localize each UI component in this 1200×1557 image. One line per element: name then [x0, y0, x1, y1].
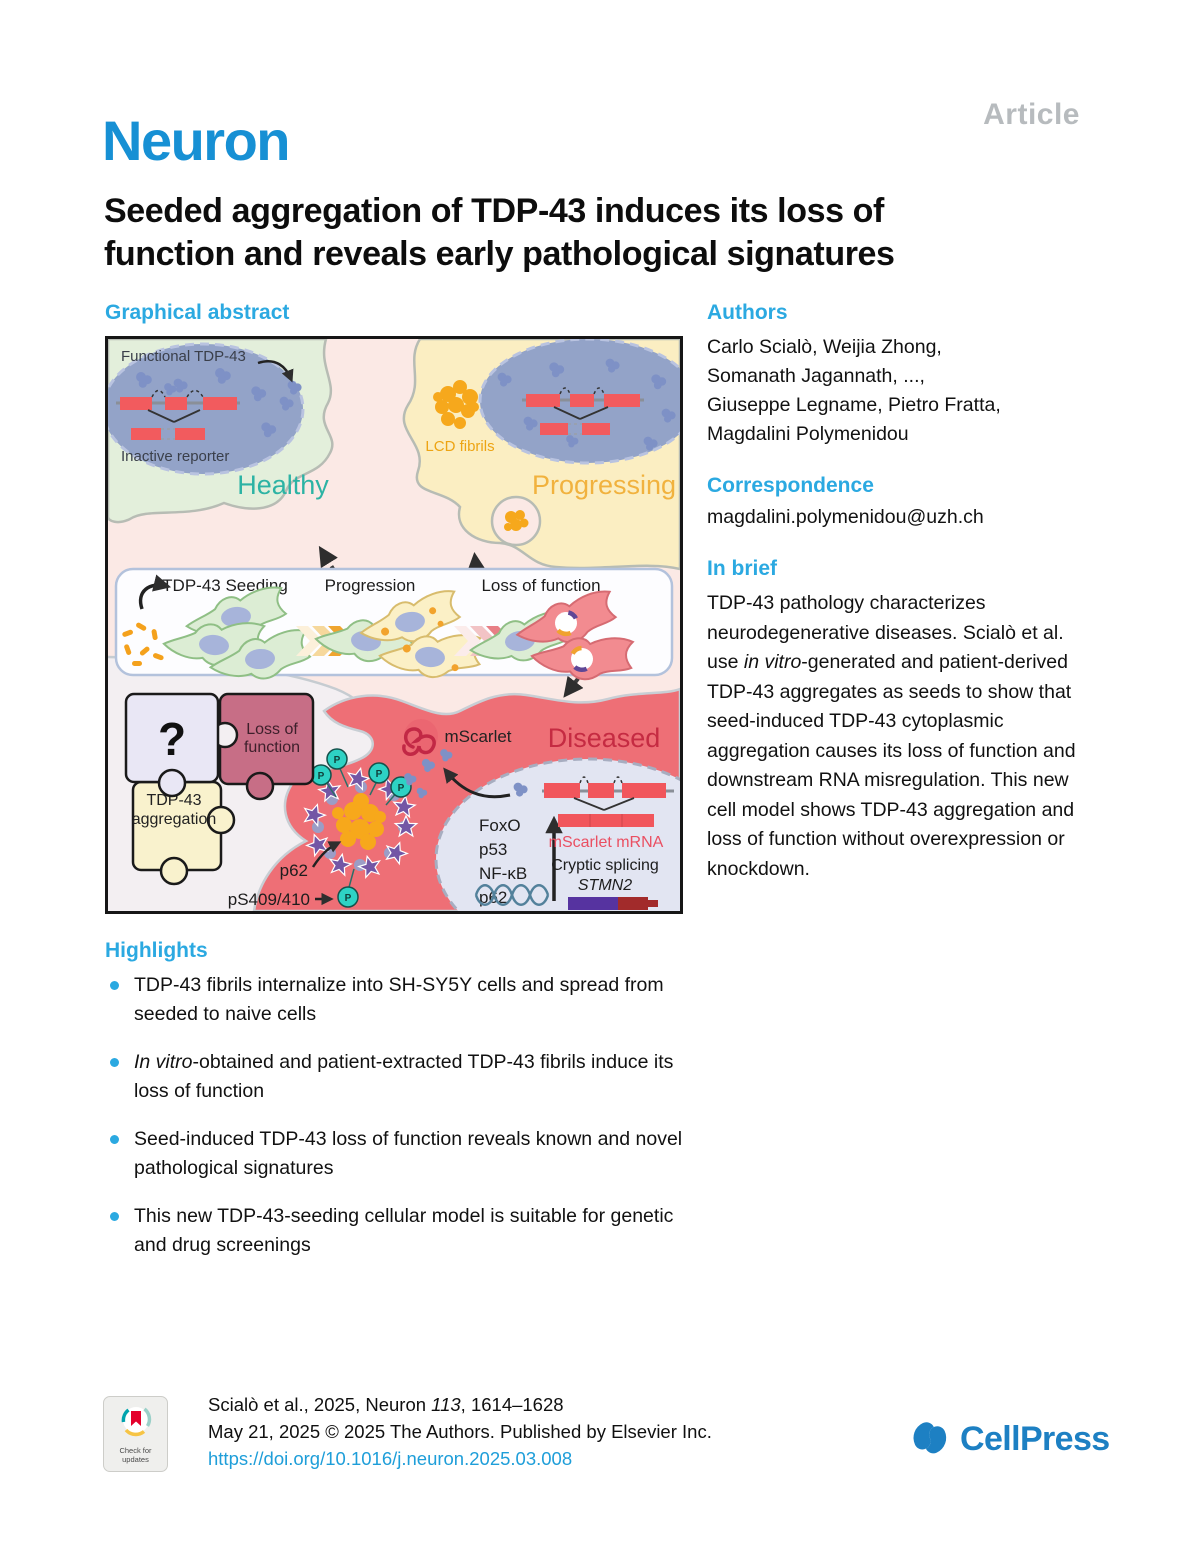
title-line-2: function and reveals early pathological … — [104, 235, 895, 273]
author-line: Somanath Jagannath, ..., — [707, 365, 925, 387]
dysfunctional-cells — [466, 588, 637, 687]
lcd-fibrils-label: LCD fibrils — [425, 438, 494, 455]
functional-arrow — [257, 360, 294, 383]
citation-line2: May 21, 2025 © 2025 The Authors. Publish… — [208, 1421, 712, 1442]
puzzle-question: ? — [124, 692, 220, 798]
journal-logo: Neuron — [102, 109, 291, 172]
foxo-label: FoxO — [479, 816, 521, 835]
seeding-arrow — [138, 574, 172, 610]
puzzle-question-mark: ? — [158, 713, 186, 765]
splicing-reporter-diagram — [116, 389, 240, 440]
p62-label: p62 — [280, 861, 308, 880]
seeded-cells — [312, 588, 484, 683]
ps409-label: pS409/410 — [228, 890, 310, 909]
loss-of-function-label: Loss of function — [481, 576, 600, 595]
svg-text:P: P — [334, 755, 341, 766]
author-line: Giuseppe Legname, Pietro Fratta, — [707, 394, 1001, 416]
mscarlet-label: mScarlet — [444, 727, 511, 746]
splicing-reporter-diagram-2 — [522, 387, 644, 435]
fibril-seeds — [122, 622, 164, 666]
puzzle-agg-line2: aggregation — [132, 811, 217, 828]
doi-line: https://doi.org/10.1016/j.neuron.2025.03… — [208, 1445, 712, 1472]
check-for-updates-badge[interactable]: Check for updates — [103, 1396, 168, 1472]
graphical-abstract-figure: Functional TDP-43 Inactive reporter Heal… — [105, 336, 683, 914]
crossmark-icon — [121, 1407, 151, 1437]
cellpress-logo: CellPress — [910, 1418, 1110, 1460]
cellpress-icon — [913, 1422, 947, 1454]
highlight-item: TDP-43 fibrils internalize into SH-SY5Y … — [105, 971, 705, 1029]
svg-text:P: P — [398, 783, 405, 794]
seeding-band: TDP-43 Seeding Progression Loss of funct… — [114, 567, 674, 687]
author-line: Magdalini Polymenidou — [707, 423, 909, 445]
article-type-label: Article — [983, 98, 1080, 131]
mscarlet-mrna-label: mScarlet mRNA — [549, 834, 664, 851]
functional-tdp43-label: Functional TDP-43 — [121, 348, 246, 365]
lcd-fibril-aggregate — [433, 380, 479, 429]
naive-cells — [161, 585, 313, 685]
p53-label: p53 — [479, 840, 507, 859]
export-arrow — [443, 767, 511, 799]
paper-title: Seeded aggregation of TDP-43 induces its… — [104, 190, 1104, 276]
cryptic-splicing-label: Cryptic splicing — [551, 857, 659, 874]
puzzle-pieces: Loss of function TDP-43 aggregation ? — [124, 692, 315, 886]
graphical-abstract-heading: Graphical abstract — [105, 301, 290, 324]
progressing-label: Progressing — [532, 470, 676, 500]
diseased-cell: Diseased mScarlet — [228, 687, 680, 911]
in-brief-heading: In brief — [707, 557, 778, 580]
authors-heading: Authors — [707, 301, 788, 324]
svg-text:P: P — [376, 769, 383, 780]
puzzle-loss-of-function: Loss of function — [211, 692, 315, 801]
puzzle-agg-line1: TDP-43 — [146, 792, 201, 809]
puzzle-aggregation: TDP-43 aggregation — [132, 780, 236, 886]
in-brief-italic: in vitro — [743, 651, 802, 673]
mscarlet-protein — [402, 727, 436, 756]
dna-helix — [474, 884, 550, 906]
aggregate-core — [332, 793, 386, 850]
graphical-abstract-svg: Functional TDP-43 Inactive reporter Heal… — [108, 339, 680, 911]
stmn2-label: STMN2 — [578, 877, 632, 894]
p62-arrow — [311, 841, 342, 868]
stmn2-gene-box — [568, 897, 658, 910]
highlights-heading: Highlights — [105, 939, 208, 962]
authors-list: Carlo Scialò, Weijia Zhong, Somanath Jag… — [707, 333, 1087, 449]
author-line: Carlo Scialò, Weijia Zhong, — [707, 336, 942, 358]
bullet-icon — [110, 1212, 119, 1221]
citation-line1: Scialò et al., 2025, Neuron 113, 1614–16… — [208, 1394, 564, 1415]
healthy-label: Healthy — [237, 470, 329, 500]
puzzle-loss-line1: Loss of — [246, 721, 298, 738]
svg-text:P: P — [318, 771, 325, 782]
puzzle-loss-line2: function — [244, 739, 300, 756]
progressing-cell: LCD fibrils Progressing — [402, 339, 680, 571]
nucleus-content: FoxO p53 NF-κB p62 — [474, 776, 674, 910]
svg-text:P: P — [345, 893, 352, 904]
correspondence-email[interactable]: magdalini.polymenidou@uzh.ch — [707, 506, 984, 528]
inactive-reporter-label: Inactive reporter — [121, 448, 229, 465]
highlight-item: In vitro-obtained and patient-extracted … — [105, 1048, 705, 1106]
cellpress-wordmark: CellPress — [960, 1419, 1110, 1458]
badge-text: Check for updates — [119, 1446, 152, 1464]
in-brief-text: TDP-43 pathology characterizes neurodege… — [707, 589, 1087, 884]
nfkb-label: NF-κB — [479, 864, 527, 883]
correspondence-heading: Correspondence — [707, 474, 874, 497]
diseased-label: Diseased — [548, 723, 661, 753]
progression-label: Progression — [325, 576, 416, 595]
bullet-icon — [110, 1135, 119, 1144]
citation-block: Scialò et al., 2025, Neuron 113, 1614–16… — [208, 1391, 712, 1472]
in-brief-part2: -generated and patient-derived TDP-43 ag… — [707, 651, 1076, 880]
in-brief-part1: TDP-43 pathology characterizes neurodege… — [707, 592, 1064, 673]
bullet-icon — [110, 1058, 119, 1067]
internalized-fibril — [504, 510, 529, 531]
title-line-1: Seeded aggregation of TDP-43 induces its… — [104, 192, 884, 230]
highlights-list: TDP-43 fibrils internalize into SH-SY5Y … — [105, 971, 705, 1279]
bullet-icon — [110, 981, 119, 990]
highlight-item: This new TDP-43-seeding cellular model i… — [105, 1202, 705, 1260]
highlight-item: Seed-induced TDP-43 loss of function rev… — [105, 1125, 705, 1183]
mscarlet-gene-diagram: mScarlet mRNA — [542, 776, 674, 851]
doi-link[interactable]: https://doi.org/10.1016/j.neuron.2025.03… — [208, 1448, 573, 1469]
healthy-cell: Functional TDP-43 Inactive reporter Heal… — [108, 339, 334, 524]
